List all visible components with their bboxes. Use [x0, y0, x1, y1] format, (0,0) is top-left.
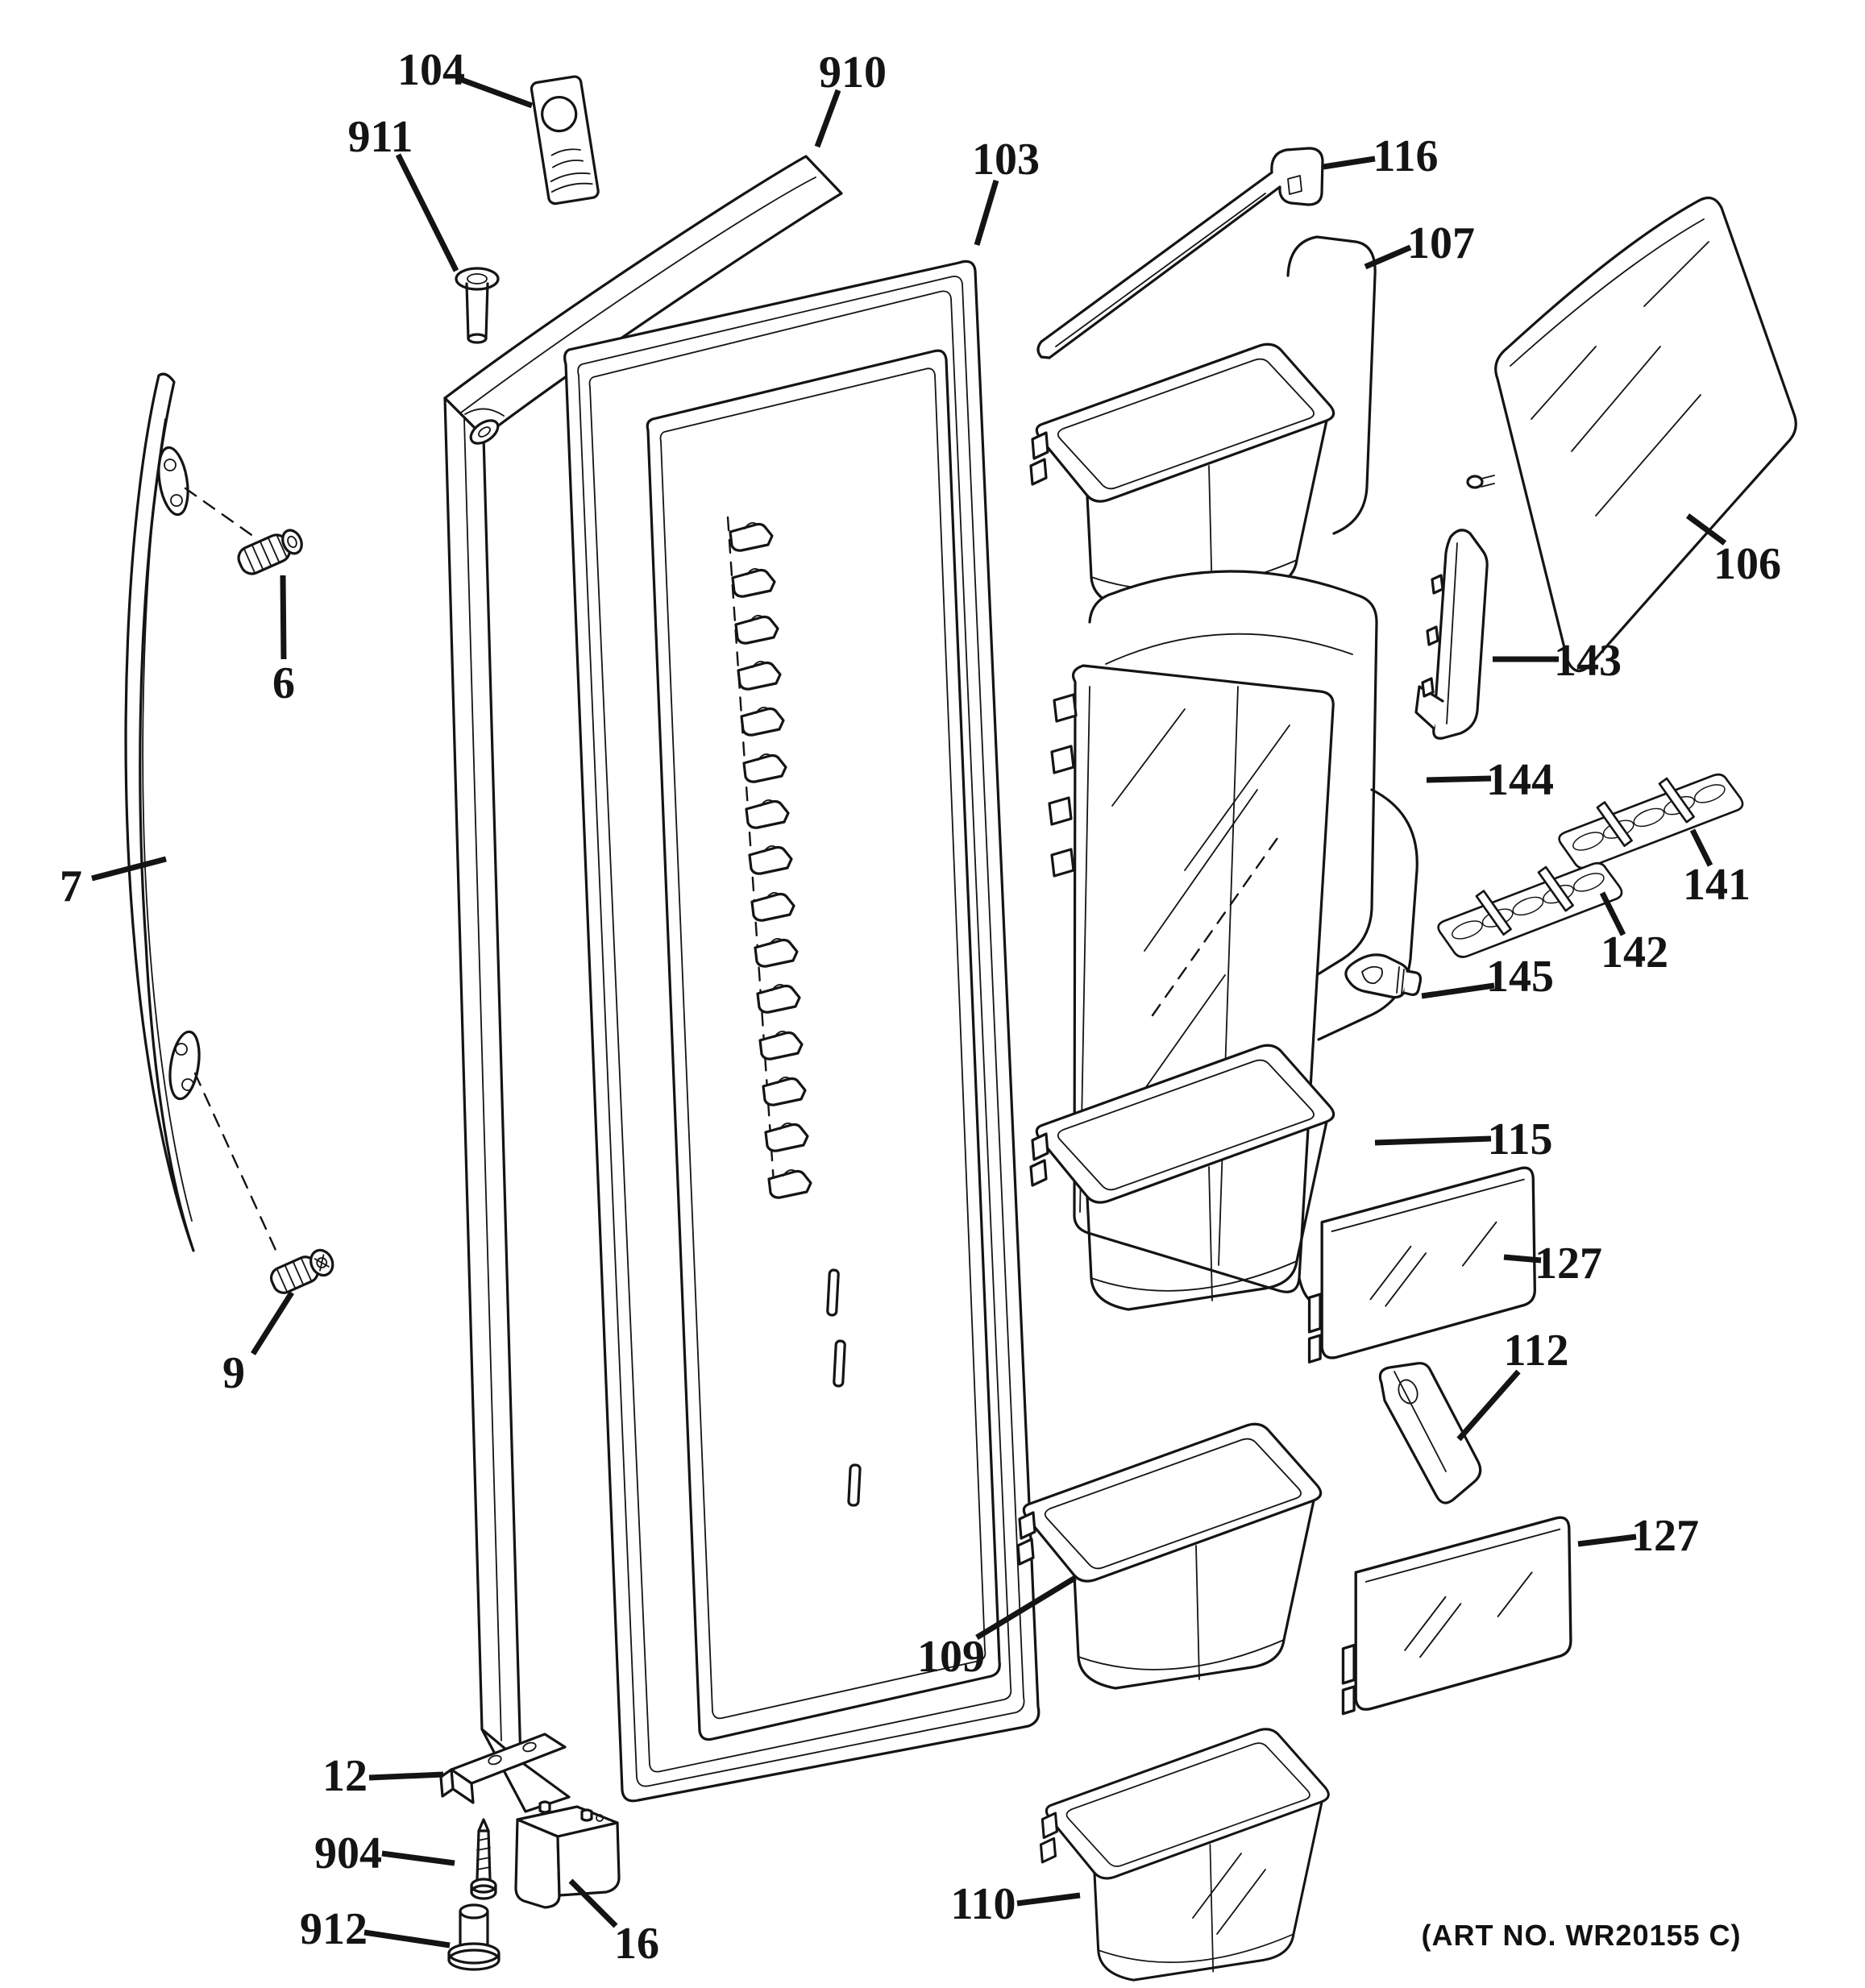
leader-112 — [1456, 1369, 1521, 1442]
part-label-103: 103 — [972, 135, 1040, 185]
part-label-16: 16 — [614, 1919, 659, 1969]
part-label-104: 104 — [397, 45, 465, 95]
leader-141 — [1689, 828, 1713, 867]
part-9-handle-set-screw — [269, 1248, 334, 1294]
part-904-screw — [470, 1818, 497, 1900]
part-label-142: 142 — [1601, 928, 1668, 977]
part-label-127b: 127 — [1631, 1511, 1699, 1561]
leader-7 — [91, 856, 167, 882]
part-145-filter-bypass-plug — [1344, 953, 1423, 999]
art-number: (ART NO. WR20155 C) — [1421, 1919, 1741, 1952]
part-label-904: 904 — [314, 1828, 382, 1878]
leader-103 — [974, 179, 999, 247]
part-label-127a: 127 — [1535, 1239, 1602, 1289]
part-6-handle-set-screw — [237, 529, 303, 575]
leader-142 — [1599, 891, 1626, 936]
leader-109 — [975, 1575, 1077, 1640]
part-912-closure-plug — [447, 1903, 501, 1971]
part-142-can-rack — [1437, 861, 1623, 958]
part-label-112: 112 — [1504, 1326, 1569, 1376]
part-107-upper-door-bin — [1029, 235, 1377, 610]
leader-lines — [91, 76, 1727, 1949]
part-label-912: 912 — [300, 1904, 368, 1954]
part-127-shelf-front-lower — [1341, 1516, 1572, 1716]
part-911-hinge-bushing — [455, 267, 500, 344]
part-label-7: 7 — [60, 861, 82, 911]
leader-107 — [1364, 244, 1412, 270]
part-label-141: 141 — [1683, 860, 1751, 910]
part-label-109: 109 — [917, 1632, 985, 1682]
leader-904 — [381, 1850, 455, 1866]
part-label-143: 143 — [1554, 636, 1622, 686]
part-label-145: 145 — [1486, 952, 1554, 1002]
part-label-6: 6 — [272, 658, 295, 708]
leader-127b — [1577, 1534, 1637, 1547]
part-label-116: 116 — [1373, 131, 1439, 181]
part-116-top-trim-rail — [1036, 147, 1324, 359]
leader-12 — [368, 1771, 444, 1781]
leader-127a — [1503, 1254, 1542, 1264]
leader-116 — [1323, 156, 1376, 170]
leader-106 — [1685, 513, 1727, 546]
leader-115 — [1374, 1135, 1492, 1146]
leader-145 — [1421, 982, 1495, 999]
part-label-144: 144 — [1486, 755, 1554, 805]
part-label-12: 12 — [322, 1751, 368, 1801]
door-inner-liner — [646, 349, 1001, 1741]
part-112-corner-bracket — [1378, 1362, 1482, 1504]
leader-16 — [568, 1878, 618, 1928]
callout-labels: 104 911 910 103 116 107 106 143 144 141 … — [60, 45, 1781, 1969]
leader-110 — [1016, 1892, 1081, 1907]
part-141-can-rack — [1558, 773, 1744, 869]
profile-logo-icon — [541, 95, 578, 133]
leader-912 — [363, 1929, 451, 1949]
part-16-hinge-bracket — [514, 1800, 621, 1909]
part-label-106: 106 — [1713, 539, 1781, 589]
part-7-door-handle — [124, 372, 280, 1259]
part-127-shelf-front-upper — [1307, 1166, 1536, 1363]
part-label-110: 110 — [951, 1879, 1016, 1929]
part-label-107: 107 — [1407, 218, 1475, 268]
leader-9 — [251, 1291, 294, 1355]
leader-104 — [458, 76, 534, 109]
leader-6 — [280, 575, 287, 660]
leader-911 — [395, 153, 459, 272]
part-104-badge-sticker — [530, 75, 600, 205]
part-label-115: 115 — [1488, 1114, 1553, 1164]
part-106-dairy-door — [1466, 196, 1797, 673]
part-label-911: 911 — [348, 112, 413, 162]
leader-910 — [814, 89, 841, 148]
leader-144 — [1426, 775, 1492, 783]
part-143-side-trim — [1414, 529, 1489, 740]
part-110-bottom-door-bin — [1039, 1728, 1330, 1982]
part-label-910: 910 — [819, 48, 887, 98]
part-label-9: 9 — [222, 1348, 245, 1398]
part-109-lower-door-bin — [1016, 1422, 1323, 1690]
part-12-door-stop-bracket — [439, 1733, 567, 1804]
